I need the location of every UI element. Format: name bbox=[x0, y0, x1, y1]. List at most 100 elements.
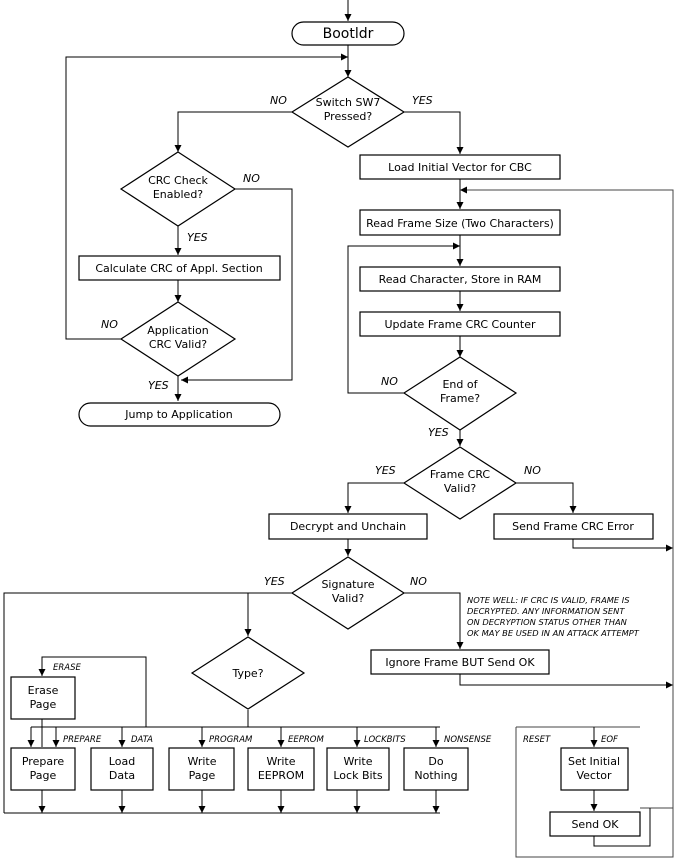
appcrc-no-label: NO bbox=[101, 318, 118, 331]
eeprom-label: EEPROM bbox=[288, 735, 324, 745]
switch-sw7-decision: Switch SW7 Pressed? bbox=[290, 76, 406, 148]
write-eeprom-line1: Write bbox=[266, 755, 295, 768]
write-page-line2: Page bbox=[189, 769, 216, 782]
read-char-label: Read Character, Store in RAM bbox=[379, 273, 542, 286]
ignore-frame-label: Ignore Frame BUT Send OK bbox=[385, 656, 535, 669]
end-of-frame-decision: End of Frame? bbox=[402, 356, 518, 431]
prepare-label: PREPARE bbox=[63, 735, 102, 745]
erase-line1: Erase bbox=[28, 684, 59, 697]
erase-line2: Page bbox=[30, 698, 57, 711]
connector-signature-no bbox=[404, 592, 464, 649]
type-label: Type? bbox=[231, 667, 263, 680]
crc-check-line1: CRC Check bbox=[148, 174, 208, 187]
lockbits-label: LOCKBITS bbox=[364, 735, 406, 745]
crccheck-no-label: NO bbox=[243, 172, 260, 185]
send-ok-box: Send OK bbox=[549, 811, 641, 837]
program-label: PROGRAM bbox=[209, 735, 253, 745]
prepare-line1: Prepare bbox=[22, 755, 64, 768]
signature-line2: Valid? bbox=[332, 592, 365, 605]
type-decision: Type? bbox=[190, 636, 306, 710]
start-label: Bootldr bbox=[323, 26, 374, 42]
connector-framecrc-yes bbox=[344, 482, 404, 513]
switch-yes-label: YES bbox=[412, 94, 433, 107]
connector-sendok-return bbox=[593, 808, 651, 847]
eof-bus-label: EOF bbox=[601, 735, 618, 745]
crccheck-yes-label: YES bbox=[187, 231, 208, 244]
connector-crccheck-no bbox=[181, 188, 293, 384]
connector-type-erase bbox=[38, 656, 249, 728]
signature-no-label: NO bbox=[410, 575, 427, 588]
ignore-frame-box: Ignore Frame BUT Send OK bbox=[370, 649, 550, 675]
write-eeprom-box: Write EEPROM bbox=[247, 747, 315, 791]
connector-switch-no bbox=[174, 111, 292, 152]
connector-switch-yes bbox=[404, 111, 464, 154]
app-crc-valid-decision: Application CRC Valid? bbox=[119, 301, 237, 377]
prepare-page-box: Prepare Page bbox=[10, 747, 76, 791]
crc-check-enabled-decision: CRC Check Enabled? bbox=[119, 151, 237, 227]
frame-crc-line1: Frame CRC bbox=[430, 468, 491, 481]
connector-eof-no bbox=[347, 242, 460, 394]
reset-label: RESET bbox=[523, 735, 551, 745]
read-char-box: Read Character, Store in RAM bbox=[359, 266, 561, 292]
framecrc-no-label: NO bbox=[524, 464, 541, 477]
erase-page-box: Erase Page bbox=[10, 676, 76, 720]
app-crc-line2: CRC Valid? bbox=[149, 338, 207, 351]
app-crc-line1: Application bbox=[147, 324, 208, 337]
nonsense-label: NONSENSE bbox=[444, 735, 492, 745]
framecrc-yes-label: YES bbox=[375, 464, 396, 477]
data-label: DATA bbox=[131, 735, 153, 745]
send-ok-label: Send OK bbox=[571, 818, 619, 831]
note-line3: ON DECRYPTION STATUS OTHER THAN bbox=[467, 617, 627, 627]
appcrc-yes-label: YES bbox=[148, 379, 169, 392]
jump-to-app-terminal: Jump to Application bbox=[78, 402, 281, 427]
decrypt-label: Decrypt and Unchain bbox=[290, 520, 406, 533]
read-frame-size-box: Read Frame Size (Two Characters) bbox=[359, 209, 561, 236]
signature-yes-label: YES bbox=[264, 575, 285, 588]
set-iv-line2: Vector bbox=[576, 769, 612, 782]
update-crc-label: Update Frame CRC Counter bbox=[384, 318, 535, 331]
write-lock-bits-box: Write Lock Bits bbox=[326, 747, 390, 791]
note-line2: DECRYPTED. ANY INFORMATION SENT bbox=[467, 606, 625, 616]
erase-label: ERASE bbox=[53, 663, 81, 673]
update-crc-box: Update Frame CRC Counter bbox=[359, 311, 561, 337]
connector-ignore-return bbox=[459, 674, 673, 689]
do-nothing-line1: Do bbox=[428, 755, 443, 768]
switch-no-label: NO bbox=[270, 94, 287, 107]
write-page-line1: Write bbox=[187, 755, 216, 768]
lock-bits-line1: Write bbox=[343, 755, 372, 768]
crc-check-line2: Enabled? bbox=[153, 188, 203, 201]
switch-sw7-line2: Pressed? bbox=[324, 110, 373, 123]
start-terminal: Bootldr bbox=[291, 21, 405, 46]
connector-framecrc-no bbox=[516, 482, 577, 513]
connector-return-main bbox=[460, 186, 674, 548]
connector-appcrc-no bbox=[65, 53, 348, 340]
security-note: NOTE WELL: IF CRC IS VALID, FRAME IS DEC… bbox=[467, 595, 640, 638]
connectors bbox=[3, 0, 674, 858]
note-line1: NOTE WELL: IF CRC IS VALID, FRAME IS bbox=[467, 595, 630, 605]
eof-line1: End of bbox=[442, 378, 478, 391]
load-line1: Load bbox=[109, 755, 135, 768]
jump-to-app-label: Jump to Application bbox=[124, 408, 232, 421]
load-iv-label: Load Initial Vector for CBC bbox=[388, 161, 532, 174]
calc-crc-label: Calculate CRC of Appl. Section bbox=[95, 262, 262, 275]
note-line4: OK MAY BE USED IN AN ATTACK ATTEMPT bbox=[467, 628, 640, 638]
connector-return-bottom bbox=[640, 685, 674, 809]
eof-no-label: NO bbox=[381, 375, 398, 388]
switch-sw7-line1: Switch SW7 bbox=[316, 96, 381, 109]
load-iv-box: Load Initial Vector for CBC bbox=[359, 154, 561, 180]
write-eeprom-line2: EEPROM bbox=[258, 769, 304, 782]
signature-valid-decision: Signature Valid? bbox=[290, 556, 406, 630]
calc-crc-box: Calculate CRC of Appl. Section bbox=[78, 255, 281, 281]
connector-reset-frame bbox=[515, 727, 674, 858]
set-iv-line1: Set Initial bbox=[568, 755, 620, 768]
load-data-box: Load Data bbox=[90, 747, 154, 791]
set-initial-vector-box: Set Initial Vector bbox=[560, 747, 629, 791]
eof-yes-label: YES bbox=[428, 426, 449, 439]
decrypt-box: Decrypt and Unchain bbox=[268, 513, 428, 540]
read-frame-size-label: Read Frame Size (Two Characters) bbox=[366, 217, 554, 230]
frame-crc-valid-decision: Frame CRC Valid? bbox=[402, 446, 518, 520]
load-line2: Data bbox=[109, 769, 135, 782]
frame-crc-line2: Valid? bbox=[444, 482, 477, 495]
do-nothing-box: Do Nothing bbox=[403, 747, 469, 791]
